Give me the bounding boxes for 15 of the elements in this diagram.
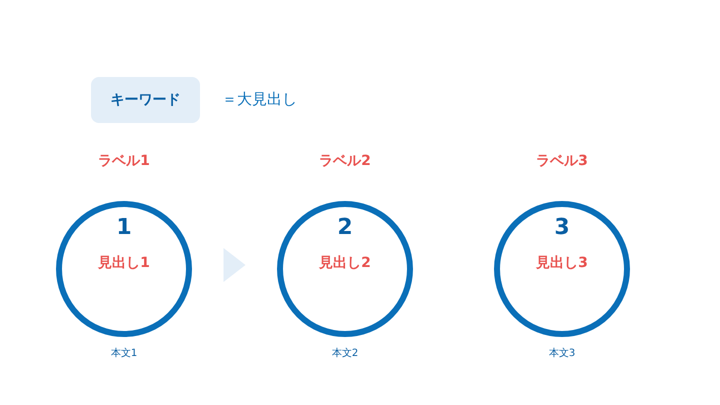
step-number: 3 bbox=[554, 215, 570, 241]
step-number: 2 bbox=[337, 215, 353, 241]
step-label: ラベル1 bbox=[98, 152, 150, 171]
step-heading: 見出し2 bbox=[319, 254, 371, 272]
arrow bbox=[224, 248, 246, 282]
step-heading: 見出し1 bbox=[98, 254, 150, 272]
body-text: 本文2 bbox=[330, 346, 360, 360]
keyword-definition: ＝大見出し bbox=[222, 90, 297, 109]
keyword-box: キーワード bbox=[91, 77, 200, 123]
body-text: 本文3 bbox=[548, 346, 576, 360]
step-label: ラベル3 bbox=[536, 152, 588, 171]
step-number: 1 bbox=[116, 215, 132, 241]
body-text: 本文1 bbox=[110, 346, 138, 360]
step-heading: 見出し3 bbox=[536, 254, 588, 272]
step-label: ラベル2 bbox=[319, 152, 371, 171]
